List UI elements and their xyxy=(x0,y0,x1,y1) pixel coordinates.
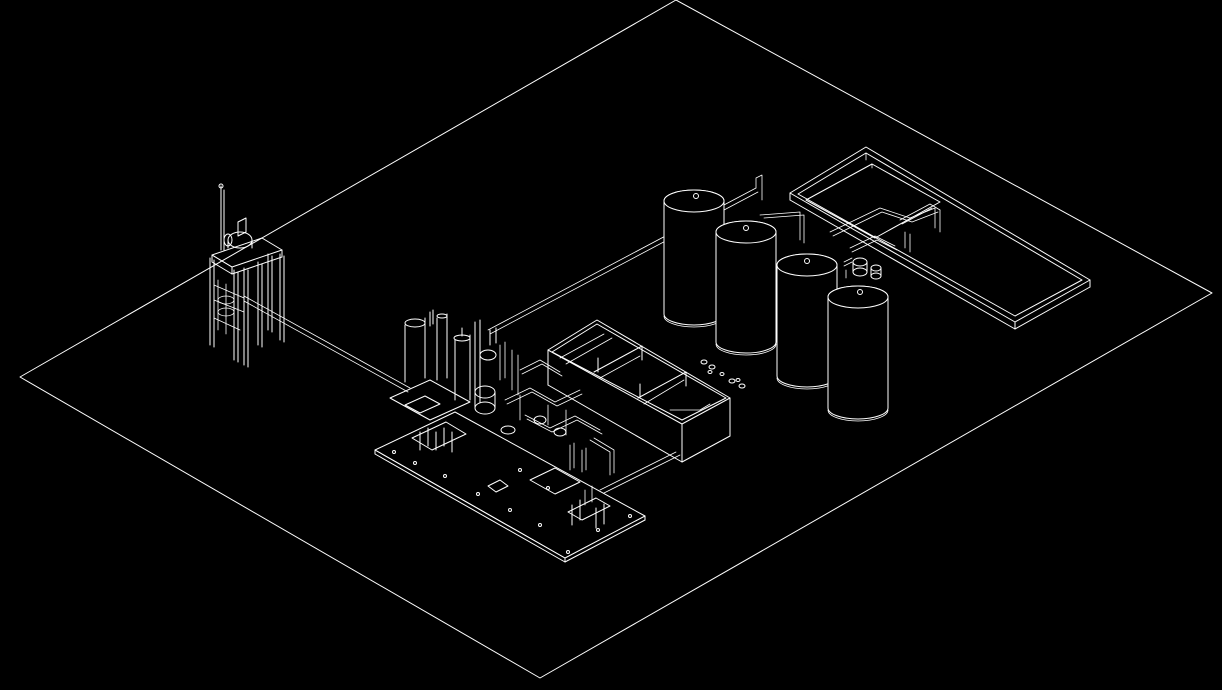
storage-tanks xyxy=(663,189,889,422)
open-basin xyxy=(547,319,731,463)
skid-platform-upper xyxy=(389,379,471,421)
basin-floor-lines xyxy=(599,355,685,405)
skid-column-4 xyxy=(461,319,481,403)
equipment-tower xyxy=(209,183,285,368)
skid-pipework-1 xyxy=(499,341,519,396)
skid-pipework-3 xyxy=(504,387,583,407)
skid-column-2 xyxy=(436,313,448,381)
pipe-lower-return xyxy=(599,451,681,494)
fittings-cluster xyxy=(700,359,746,389)
tower-leg-5 xyxy=(279,253,285,343)
storage-tank-3 xyxy=(776,253,838,390)
basin-inner-wall xyxy=(559,333,613,365)
skid-pipework-4 xyxy=(524,414,603,435)
tower-leg-3 xyxy=(243,267,249,368)
pipe-riser xyxy=(755,174,763,201)
skid-base-lower-edge xyxy=(374,449,566,563)
tank-1-nozzle xyxy=(693,193,699,199)
tower-leg-6 xyxy=(257,261,263,348)
tank-2-nozzle xyxy=(743,225,749,231)
tower-leg-1 xyxy=(209,257,215,348)
basin-divider-2 xyxy=(637,371,687,399)
tank-3-nozzle xyxy=(804,258,810,264)
pipe-to-pond xyxy=(759,211,805,244)
tower-vessel-legs xyxy=(227,239,253,249)
skid-pump-3 xyxy=(533,415,547,425)
skid-drum-bottom xyxy=(474,401,496,415)
pond-rim-inner xyxy=(797,152,1083,317)
ground-plate xyxy=(19,0,1213,679)
skid-pipework-7 xyxy=(519,394,567,436)
tower-leg-4 xyxy=(267,253,273,333)
skid-column-1 xyxy=(404,317,426,383)
skid-manifold xyxy=(411,421,467,451)
skid-pump-4 xyxy=(553,427,567,437)
pond-inner-basin xyxy=(805,163,941,239)
cooling-pond xyxy=(789,146,1091,330)
skid-panel-2 xyxy=(487,479,509,493)
pond-wall-front xyxy=(789,199,1016,330)
skid-manifold-valves xyxy=(419,427,453,453)
process-skid xyxy=(374,309,646,563)
basin-outlet xyxy=(669,403,711,411)
skid-pump-set-base xyxy=(567,497,611,521)
skid-column-2-top xyxy=(436,313,448,319)
storage-tank-2 xyxy=(715,220,777,356)
skid-pump-set xyxy=(571,499,605,529)
skid-pump-1 xyxy=(479,349,497,361)
skid-column-1-top xyxy=(404,318,426,328)
skid-vent-2 xyxy=(489,327,497,346)
skid-anchor-bolts xyxy=(392,450,632,554)
skid-base-lower-edge-2 xyxy=(564,519,646,563)
skid-pipework-2 xyxy=(519,359,563,377)
skid-pipework-6 xyxy=(589,437,615,476)
skid-pipework-5 xyxy=(569,442,587,473)
basin-bottom-right xyxy=(681,435,731,463)
tower-vessel-end xyxy=(223,233,233,247)
skid-column-3 xyxy=(454,334,471,401)
skid-pump-2 xyxy=(500,425,516,435)
tower-leg-2 xyxy=(233,269,239,363)
skid-pump-set-pipes xyxy=(584,485,593,506)
tower-coil-1 xyxy=(217,295,235,305)
storage-tank-1 xyxy=(663,189,725,328)
tower-coil-2 xyxy=(217,307,235,317)
pump-station xyxy=(843,257,882,280)
skid-hatch xyxy=(404,395,441,414)
basin-bottom-left xyxy=(547,384,683,463)
tower-deck-edge-2 xyxy=(231,256,283,275)
pond-inner-edge xyxy=(865,152,873,169)
pipe-rack xyxy=(243,174,941,494)
pipe-tower-to-skid xyxy=(243,295,411,393)
basin-top-inner xyxy=(551,323,727,421)
pond-wall-right xyxy=(1014,286,1091,330)
storage-tank-4 xyxy=(827,285,889,422)
tower-vessel-cap xyxy=(237,217,247,237)
skid-drum xyxy=(474,385,496,399)
skid-drum-sides xyxy=(474,391,496,409)
pipe-pond-drops xyxy=(904,207,941,253)
tank-4-nozzle xyxy=(857,289,863,295)
ground-plate-outline xyxy=(19,0,1213,679)
skid-vent xyxy=(429,309,434,327)
tower-mast-top xyxy=(218,183,224,189)
pond-weir xyxy=(899,203,941,225)
skid-panel-1 xyxy=(529,467,581,495)
pipe-pump-header xyxy=(849,235,898,253)
tower-frame-bracing xyxy=(213,279,245,335)
basin-divider-1 xyxy=(593,345,643,373)
